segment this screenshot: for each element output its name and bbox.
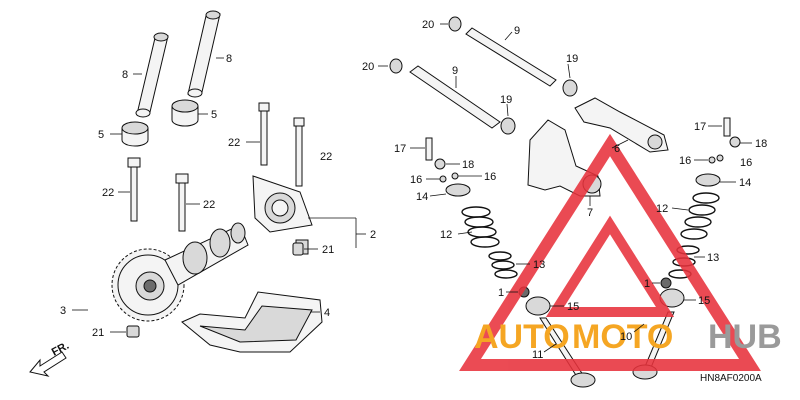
collar-left — [121, 121, 149, 147]
callout-label: 9 — [514, 25, 520, 37]
callout-label: 22 — [203, 199, 215, 211]
callout-label: 7 — [587, 207, 593, 219]
cotter-right-a — [708, 156, 716, 164]
front-direction-arrow: FR. — [29, 340, 71, 377]
callout-label: 21 — [92, 327, 104, 339]
callout-label: 21 — [322, 244, 334, 256]
callout-label: 16 — [740, 157, 752, 169]
callout-label: 11 — [532, 349, 543, 361]
rocker-arm-exhaust — [574, 97, 669, 153]
callout-label: 16 — [679, 155, 691, 167]
callout-label: 4 — [324, 307, 330, 319]
callout-label: 16 — [410, 174, 422, 186]
watermark-word-hub: HUB — [708, 318, 782, 356]
cotter-left-b — [451, 172, 459, 180]
callout-label: 20 — [422, 19, 434, 31]
rocker-shaft-right — [187, 10, 221, 98]
camshaft-holder — [252, 175, 313, 255]
watermark-word-auto: AUTO — [474, 318, 570, 356]
front-direction-label: FR. — [50, 340, 71, 359]
callout-label: 14 — [739, 177, 751, 189]
callout-label: 12 — [656, 203, 668, 215]
callout-label: 22 — [320, 151, 332, 163]
dowel-pin-b — [126, 325, 140, 338]
spring-seat-left — [525, 296, 551, 316]
callout-label: 9 — [452, 65, 458, 77]
callout-label: 19 — [500, 94, 512, 106]
diagram-code: HN8AF0200A — [700, 373, 762, 384]
lock-nut-left — [434, 158, 446, 170]
callout-label: 13 — [707, 252, 719, 264]
rocker-shaft-lower — [389, 58, 501, 129]
callout-label: 22 — [228, 137, 240, 149]
callout-label: 15 — [567, 301, 579, 313]
callout-label: 15 — [698, 295, 710, 307]
rocker-shaft-left — [135, 32, 169, 118]
callout-label: 17 — [694, 121, 706, 133]
rocker-shaft-upper — [448, 16, 557, 87]
callout-label: 18 — [755, 138, 767, 150]
lock-nut-right — [729, 136, 741, 148]
callout-label: 8 — [226, 53, 232, 65]
callout-label: 20 — [362, 61, 374, 73]
callout-label: 12 — [440, 229, 452, 241]
callout-label: 3 — [60, 305, 66, 317]
cam-sprocket — [111, 248, 185, 322]
callout-label: 5 — [98, 129, 104, 141]
bolt-b — [293, 117, 305, 187]
collar-right — [171, 99, 199, 127]
callout-label: 18 — [462, 159, 474, 171]
o-ring-b — [500, 117, 516, 135]
callout-label: 1 — [498, 287, 504, 299]
callout-label: 5 — [211, 109, 217, 121]
cotter-left-a — [439, 175, 447, 183]
watermark-triangle-outer — [459, 133, 761, 371]
callout-label: 6 — [614, 143, 620, 155]
watermark-logo — [459, 133, 761, 371]
callout-label: 16 — [484, 171, 496, 183]
adjusting-screw-right — [723, 117, 731, 137]
cotter-right-b — [716, 154, 724, 162]
valve-spring-right — [668, 192, 720, 279]
adjusting-screw-left — [425, 137, 433, 161]
bolt-c — [127, 157, 141, 222]
callout-label: 10 — [620, 331, 632, 343]
callout-label: 17 — [394, 143, 406, 155]
dowel-pin-a — [292, 242, 304, 256]
callout-label: 22 — [102, 187, 114, 199]
retainer-right — [695, 173, 721, 187]
camshaft — [164, 222, 249, 286]
callout-label: 13 — [533, 259, 545, 271]
callout-label: 14 — [416, 191, 428, 203]
bolt-d — [175, 173, 189, 232]
callout-label: 2 — [370, 229, 376, 241]
callout-label: 1 — [644, 278, 650, 290]
valve-spring-left — [461, 206, 518, 279]
callout-label: 8 — [122, 69, 128, 81]
oil-tray — [181, 291, 323, 353]
watermark-triangle-inner — [545, 215, 675, 317]
o-ring-a — [562, 79, 578, 97]
bolt-a — [258, 102, 270, 166]
watermark-word-moto: MOTO — [572, 318, 673, 356]
callout-label: 19 — [566, 53, 578, 65]
retainer-left — [445, 183, 471, 197]
stem-seal-right — [660, 277, 672, 289]
